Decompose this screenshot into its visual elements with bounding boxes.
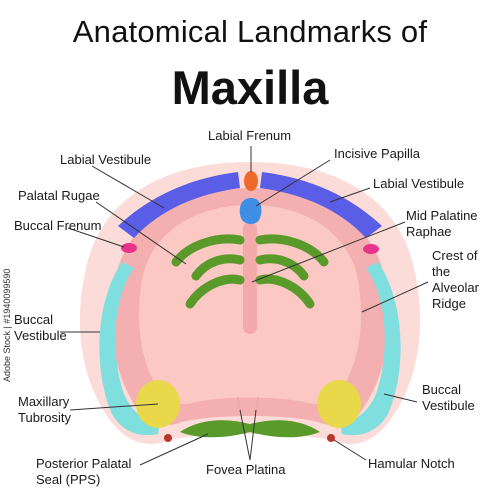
label-crest-4: Ridge: [432, 296, 466, 311]
tuberosity-right: [317, 380, 361, 428]
labial-frenum-shape: [244, 171, 258, 191]
label-buccal-vestibule-right-1: Buccal: [422, 382, 462, 397]
label-buccal-vestibule-right-2: Vestibule: [422, 398, 475, 413]
buccal-frenum-left-shape: [121, 243, 137, 253]
label-crest-3: Alveolar: [432, 280, 479, 295]
buccal-vestibule-right: [340, 262, 401, 436]
label-pps-1: Posterior Palatal: [36, 456, 132, 471]
label-crest-1: Crest of: [432, 248, 478, 263]
rugae-right-1: [255, 234, 329, 267]
label-fovea-platina: Fovea Platina: [206, 462, 286, 477]
label-buccal-vestibule-left-1: Buccal: [14, 312, 54, 327]
rugae-left-1: [171, 234, 245, 267]
label-labial-vestibule-left: Labial Vestibule: [60, 152, 152, 167]
rugae-right-2: [255, 254, 309, 281]
leader-lines: [60, 146, 429, 466]
label-mid-palatine-raphae-2: Raphae: [406, 224, 452, 239]
fovea-right: [255, 397, 259, 411]
incisive-papilla-shape: [239, 198, 262, 224]
label-palatal-rugae: Palatal Rugae: [18, 188, 100, 203]
hamular-notch-left: [164, 434, 172, 442]
labial-vestibule-left: [118, 172, 240, 238]
posterior-palatal-seal: [180, 420, 320, 438]
watermark: Adobe Stock | #1940099590: [2, 268, 12, 382]
buccal-frenum-right-shape: [363, 244, 379, 254]
fovea-left: [237, 397, 241, 411]
rugae-left-2: [191, 254, 245, 281]
label-incisive-papilla: Incisive Papilla: [334, 146, 420, 161]
label-labial-vestibule-right: Labial Vestibule: [373, 176, 465, 191]
title-line-1: Anatomical Landmarks of: [72, 14, 428, 49]
label-maxillary-tuberosity-1: Maxillary: [18, 394, 70, 409]
label-mid-palatine-raphae-1: Mid Palatine: [406, 208, 478, 223]
label-maxillary-tuberosity-2: Tubrosity: [18, 410, 71, 425]
buccal-vestibule-left: [99, 262, 160, 436]
label-labial-frenum: Labial Frenum: [208, 128, 292, 143]
labial-vestibule-right: [260, 172, 382, 238]
rugae-left-3: [185, 274, 245, 309]
hamular-notch-right: [327, 434, 335, 442]
label-crest-2: the: [432, 264, 451, 279]
mid-palatine-raphae-line: [243, 222, 257, 334]
rugae-right-3: [255, 274, 315, 309]
label-pps-2: Seal (PPS): [36, 472, 101, 487]
label-hamular-notch: Hamular Notch: [368, 456, 455, 471]
label-buccal-frenum: Buccal Frenum: [14, 218, 102, 233]
label-buccal-vestibule-left-2: Vestibule: [14, 328, 67, 343]
title-line-2: Maxilla: [171, 61, 329, 114]
